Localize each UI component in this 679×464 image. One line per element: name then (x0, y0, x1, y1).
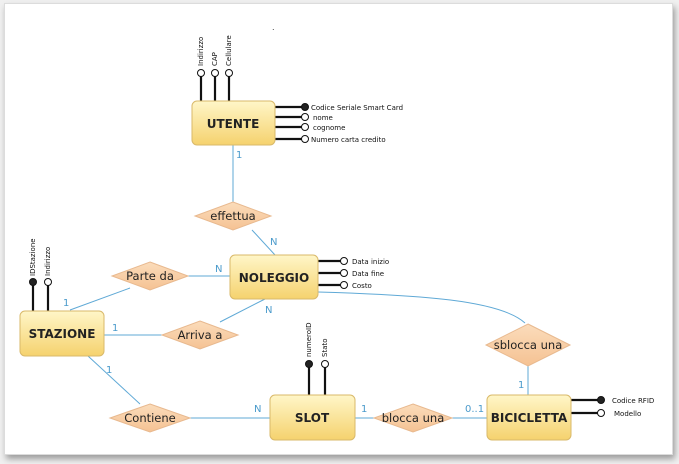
rel-sblocca-una-label: sblocca una (494, 338, 563, 352)
entity-noleggio[interactable]: NOLEGGIO (229, 254, 319, 300)
attr-noleggio-costo: Costo (352, 282, 372, 290)
rel-parte-da[interactable]: Parte da (110, 261, 190, 291)
card-effettua-noleggio: N (270, 237, 277, 248)
attr-stazione-indirizzo: Indirizzo (44, 247, 52, 276)
bicicletta-right-attributes: Codice RFID Modello (571, 396, 654, 418)
entity-bicicletta-label: BICICLETTA (491, 411, 568, 425)
top-dot: . (272, 23, 275, 32)
rel-arriva-a[interactable]: Arriva a (160, 320, 240, 350)
rel-contiene[interactable]: Contiene (108, 403, 192, 433)
noleggio-right-attributes: Data inizio Data fine Costo (318, 257, 389, 290)
entity-slot-label: SLOT (295, 411, 330, 425)
card-stazione-partida: 1 (63, 298, 69, 309)
diagram-frame (4, 3, 673, 455)
attr-utente-indirizzo: Indirizzo (197, 37, 205, 66)
attr-utente-nome: nome (313, 114, 333, 122)
card-stazione-contiene: 1 (106, 365, 112, 376)
attr-utente-cognome: cognome (313, 124, 345, 132)
slot-top-attributes: numeroID Stato (305, 323, 329, 395)
rel-blocca-una[interactable]: blocca una (372, 403, 454, 433)
cardinalities: 1 N N 1 1 N 1 N 1 0..1 1 (63, 150, 524, 415)
attr-bici-modello: Modello (614, 410, 641, 418)
card-utente-effettua: 1 (236, 150, 242, 161)
entity-utente[interactable]: UTENTE (191, 100, 276, 146)
rel-parte-da-label: Parte da (126, 269, 174, 283)
card-contiene-slot: N (254, 404, 261, 415)
attr-utente-cellulare: Cellulare (225, 35, 233, 66)
card-bici-sblocca: 1 (518, 380, 524, 391)
utente-top-attributes: Indirizzo CAP Cellulare (197, 35, 233, 101)
rel-sblocca-una[interactable]: sblocca una (484, 323, 572, 367)
link-stazione-partida (69, 287, 131, 311)
card-partida-noleggio: N (215, 264, 222, 275)
rel-blocca-una-label: blocca una (382, 411, 445, 425)
attr-utente-codice: Codice Seriale Smart Card (311, 104, 403, 112)
attr-slot-stato: Stato (321, 338, 329, 357)
attr-utente-cap: CAP (211, 52, 219, 66)
card-arriva-noleggio: N (265, 305, 272, 316)
utente-right-attributes: Codice Seriale Smart Card nome cognome N… (275, 103, 403, 144)
attr-bici-rfid: Codice RFID (612, 397, 654, 405)
rel-effettua[interactable]: effettua (193, 201, 273, 231)
card-stazione-arriva: 1 (112, 323, 118, 334)
entity-bicicletta[interactable]: BICICLETTA (486, 394, 572, 441)
entity-stazione-label: STAZIONE (29, 327, 96, 341)
rel-contiene-label: Contiene (124, 411, 176, 425)
attr-utente-carta: Numero carta credito (311, 136, 386, 144)
entity-slot[interactable]: SLOT (269, 394, 356, 441)
link-stazione-contiene (87, 355, 141, 405)
entity-stazione[interactable]: STAZIONE (19, 310, 105, 357)
stazione-top-attributes: IDStazione Indirizzo (29, 238, 52, 311)
rel-arriva-a-label: Arriva a (178, 328, 223, 342)
link-effettua-noleggio (251, 229, 276, 256)
rel-effettua-label: effettua (210, 209, 255, 223)
attr-noleggio-inizio: Data inizio (352, 258, 389, 266)
attr-stazione-id: IDStazione (29, 238, 37, 276)
attr-slot-numero: numeroID (305, 323, 313, 357)
card-slot-blocca: 1 (361, 404, 367, 415)
links (69, 145, 529, 419)
entity-utente-label: UTENTE (207, 117, 260, 131)
entity-noleggio-label: NOLEGGIO (239, 271, 309, 285)
link-arriva-noleggio (219, 298, 266, 323)
attr-noleggio-fine: Data fine (352, 270, 384, 278)
card-blocca-bici: 0..1 (465, 404, 484, 415)
link-noleggio-sblocca (317, 291, 526, 324)
